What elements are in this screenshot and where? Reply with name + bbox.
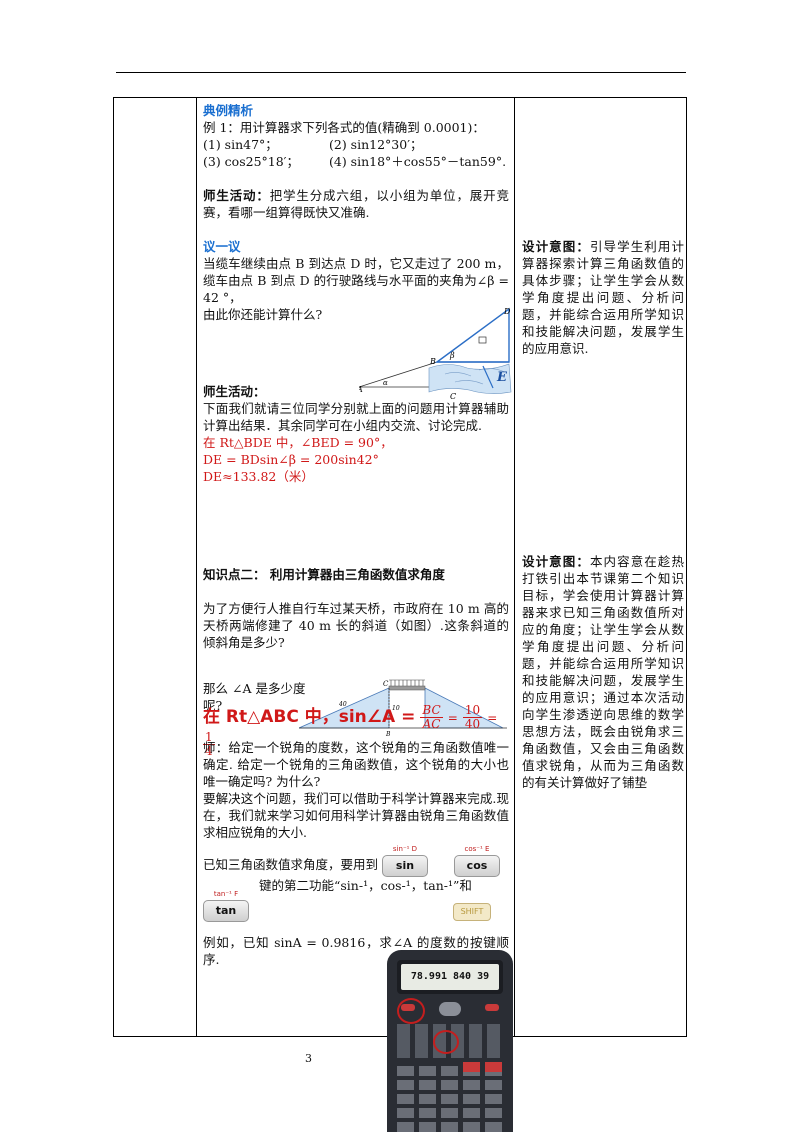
angle-question: 那么 ∠A 是多少度呢? [203,680,313,714]
bridge-label-10: 10 [392,705,400,712]
design-text-2: 本内容意在趁热打铁引出本节课第二个知识目标，学会使用计算器计算器来求已知三角函数… [522,554,684,790]
label-beta: β [449,351,455,360]
discuss-activity-block: 师生活动： 下面我们就请三位同学分别就上面的问题用计算器辅助计算出结果．其余同学… [203,383,509,485]
design-intent-1-text: 设计意图：引导学生利用计算器探索计算三角函数值的具体步骤；让学生学会从数学角度提… [522,238,684,357]
frac-4: 4 [205,744,213,758]
bridge-figure: C B 40 10 [299,679,507,736]
design-label-2: 设计意图： [522,554,590,569]
calculator-display: 78.991 840 39 [401,964,499,990]
lesson-table: 典例精析 例 1：用计算器求下列各式的值(精确到 0.0001)： (1) si… [113,97,687,1037]
label-c: C [450,392,456,401]
frac-10: 10 [462,703,483,718]
example-item-2: (2) sin12°30′； [329,137,423,152]
tan-key[interactable]: tan⁻¹ F tan [203,890,249,922]
discuss-question: 由此你还能计算什么? [203,307,323,322]
example-activity-text: 把学生分成六组，以小组为单位，展开竞赛，看哪一组算得既快又准确. [203,188,509,220]
design-label-1: 设计意图： [522,239,590,254]
cos-key[interactable]: cos⁻¹ E cos [453,845,500,877]
discuss-activity-label: 师生活动： [203,384,266,399]
angle-question-text: 那么 ∠A 是多少度呢? [203,681,306,713]
calculator-key-gaps [397,1062,503,1132]
column-divider-right [514,98,515,1036]
cos-key-caption: cos⁻¹ E [464,845,490,853]
page-number: 3 [305,1052,312,1065]
example-item-1: (1) sin47°； [203,137,278,152]
bridge-label-c: C [383,680,389,688]
design-intent-2-text: 设计意图：本内容意在趁热打铁引出本节课第二个知识目标，学会使用计算器计算器来求已… [522,553,684,791]
example-item-4: (4) sin18°＋cos55°－tan59°. [329,154,507,169]
label-d: D [503,307,511,316]
calculator-on-button [485,1004,499,1011]
keys-block: 已知三角函数值求角度，要用到 sin⁻¹ D sin cos⁻¹ E cos 键的第… [203,845,509,968]
shift-key[interactable]: SHIFT [452,903,491,921]
example-row-2: (3) cos25°18′； (4) sin18°＋cos55°－tan59°. [203,153,509,170]
tan-key-label: tan [215,904,237,917]
solution-line-1: 在 Rt△BDE 中，∠BED = 90°， [203,435,393,450]
sin-key[interactable]: sin⁻¹ D sin [382,845,428,877]
example-activity: 师生活动：把学生分成六组，以小组为单位，展开竞赛，看哪一组算得既快又准确. [203,187,509,221]
cable-car-figure: D B A C E β α [359,307,512,401]
label-e: E [496,370,508,385]
design-intent-2: 设计意图：本内容意在趁热打铁引出本节课第二个知识目标，学会使用计算器计算器来求已… [522,553,684,791]
example-heading: 典例精析 [203,103,254,118]
calculator-dpad [439,1002,461,1016]
keys-line-1: 已知三角函数值求角度，要用到 sin⁻¹ D sin cos⁻¹ E cos [203,845,509,877]
teacher-block: 师：给定一个锐角的度数，这个锐角的三角函数值唯一确定. 给定一个锐角的三角函数值… [203,739,509,841]
example-activity-label: 师生活动： [203,188,270,203]
example-item-3: (3) cos25°18′； [203,154,300,169]
formula-prefix: 在 Rt△ABC 中，sin∠A = [203,707,416,727]
calculator-del-ac-keys [463,1062,503,1072]
frac-bc: BC [420,703,443,718]
main-column: 典例精析 例 1：用计算器求下列各式的值(精确到 0.0001)： (1) si… [203,102,509,323]
equals-2: = [487,711,498,725]
discuss-text: 当缆车继续由点 B 到达点 D 时，它又走过了 200 m，缆车由点 B 到点 … [203,256,509,305]
label-b: B [429,357,436,366]
keys-line-3: tan⁻¹ F tan SHIFT [203,890,509,922]
discuss-activity-text: 下面我们就请三位同学分别就上面的问题用计算器辅助计算出结果．其余同学可在小组内交… [203,401,509,433]
frac-1: 1 [203,730,215,745]
example-sin-text: 例如，已知 sinA = 0.9816，求∠A 的度数的按键顺序. [203,935,509,967]
equals-1: = [447,711,458,725]
design-intent-1: 设计意图：引导学生利用计算器探索计算三角函数值的具体步骤；让学生学会从数学角度提… [522,238,684,357]
header-rule [116,72,686,73]
example-row-1: (1) sin47°； (2) sin12°30′； [203,136,509,153]
frac-40: 40 [464,717,481,731]
knowledge-heading: 知识点二： 利用计算器由三角函数值求角度 [203,567,445,582]
knowledge-problem: 为了方便行人推自行车过某天桥，市政府在 10 m 高的天桥两端修建了 40 m … [203,601,509,650]
discuss-heading: 议一议 [203,239,241,254]
calculator-display-frame: 78.991 840 39 [397,960,503,994]
sin-key-label: sin [395,859,415,872]
column-divider-left [196,98,197,1036]
cos-key-label: cos [466,859,488,872]
shift-highlight-circle [397,998,425,1024]
bridge-label-40: 40 [338,701,347,708]
label-a: A [359,385,363,394]
keys-text-1: 已知三角函数值求角度，要用到 [203,857,379,872]
design-text-1: 引导学生利用计算器探索计算三角函数值的具体步骤；让学生学会从数学角度提出问题、分… [522,239,684,356]
solution-line-3: DE≈133.82（米） [203,469,314,484]
knowledge-block: 知识点二： 利用计算器由三角函数值求角度 为了方便行人推自行车过某天桥，市政府在… [203,566,509,651]
example-problem: 例 1：用计算器求下列各式的值(精确到 0.0001)： [203,120,485,135]
bridge-label-b: B [385,731,391,736]
sin-highlight-circle [433,1030,459,1054]
calculator-image: 78.991 840 39 [387,950,513,1132]
sin-key-caption: sin⁻¹ D [392,845,418,853]
solve-text: 要解决这个问题，我们可以借助于科学计算器来完成.现在，我们就来学习如何用科学计算… [203,791,509,840]
frac-ac: AC [422,717,441,731]
keys-line-2: 键的第二功能“sin-¹，cos-¹，tan-¹”和 [259,878,472,893]
tan-key-caption: tan⁻¹ F [213,890,239,898]
solution-line-2: DE = BDsin∠β = 200sin42° [203,452,379,467]
label-alpha: α [383,379,388,387]
teacher-text: 师：给定一个锐角的度数，这个锐角的三角函数值唯一确定. 给定一个锐角的三角函数值… [203,740,509,789]
